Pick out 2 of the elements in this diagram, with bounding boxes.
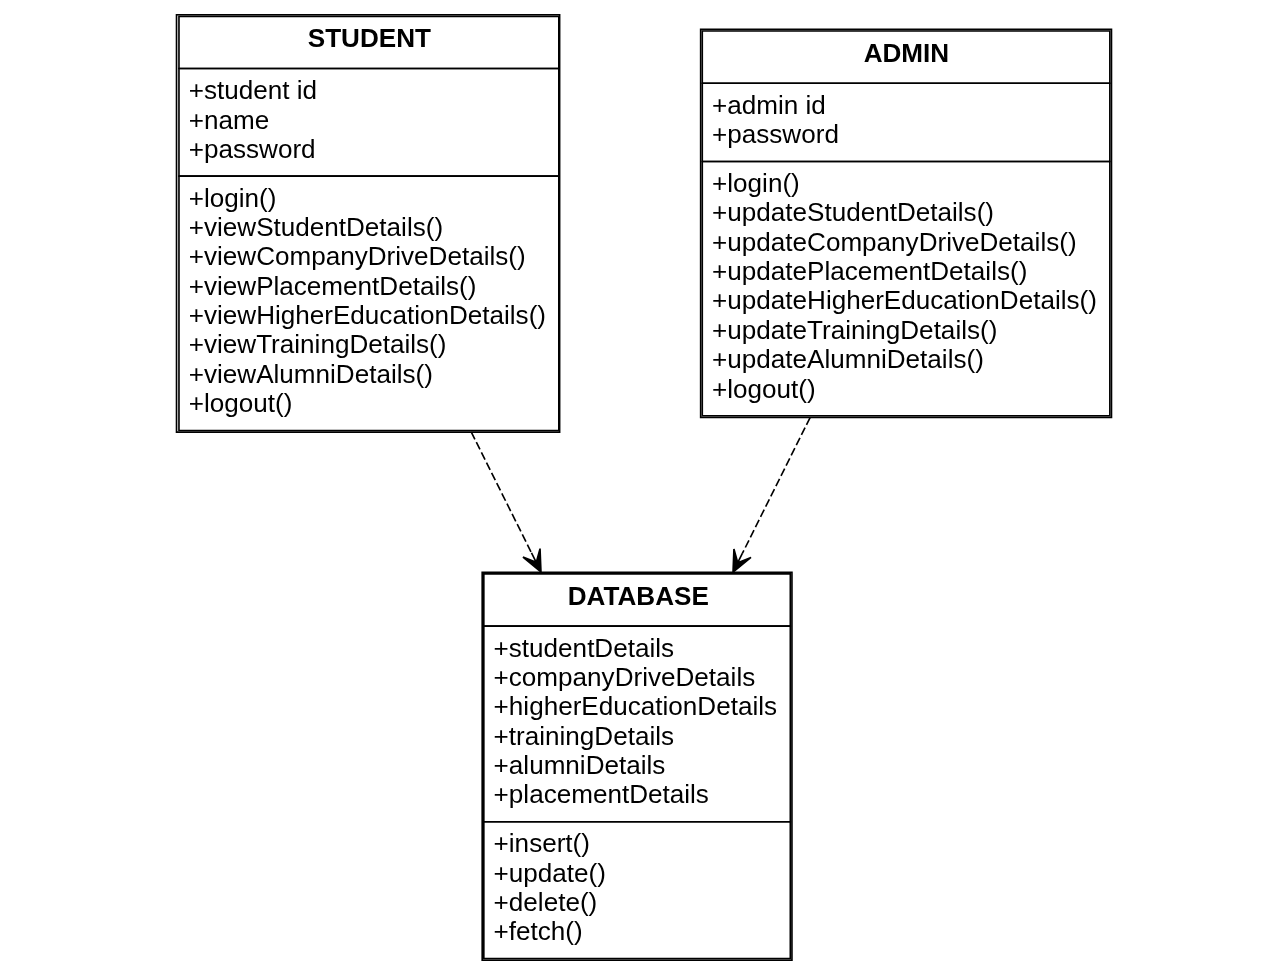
arrow bbox=[470, 431, 542, 573]
arrow bbox=[731, 416, 811, 573]
